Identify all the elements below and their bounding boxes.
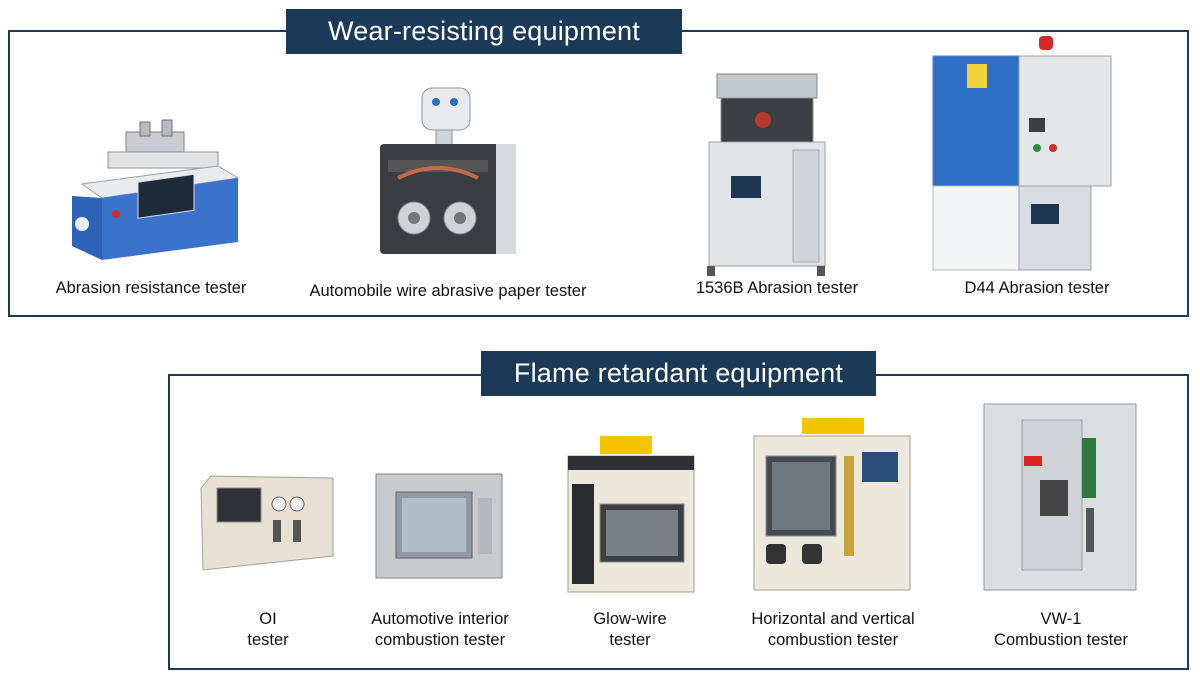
automobile-wire-tester-label: Automobile wire abrasive paper tester (309, 282, 587, 300)
vw1-combustion-tester-image (983, 403, 1137, 591)
oi-tester-label-line1: OI (259, 610, 277, 628)
1536b-abrasion-tester-image (707, 73, 826, 276)
automotive-interior-tester-label: Automotive interior combustion tester (352, 609, 528, 651)
automotive-interior-tester-image (375, 473, 503, 579)
glow-wire-tester-label-line2: tester (609, 631, 651, 649)
automotive-interior-tester-label-line1: Automotive interior (371, 610, 509, 628)
oi-tester-label-line2: tester (247, 631, 289, 649)
oi-tester-label: OI tester (222, 609, 314, 651)
vw1-combustion-tester-label-line1: VW-1 (1040, 610, 1082, 628)
automobile-wire-tester-image (380, 87, 516, 254)
d44-abrasion-tester-image (932, 36, 1112, 271)
automotive-interior-tester-label-line2: combustion tester (374, 631, 506, 649)
1536b-abrasion-tester-label: 1536B Abrasion tester (695, 279, 859, 297)
horizontal-vertical-tester-label: Horizontal and vertical combustion teste… (740, 609, 926, 651)
horizontal-vertical-tester-label-line2: combustion tester (767, 631, 899, 649)
flame-section-title: Flame retardant equipment (481, 351, 876, 396)
glow-wire-tester-label: Glow-wire tester (574, 609, 686, 651)
vw1-combustion-tester-label-line2: Combustion tester (994, 631, 1128, 649)
d44-abrasion-tester-label: D44 Abrasion tester (964, 279, 1110, 297)
wear-section-title: Wear-resisting equipment (286, 9, 682, 54)
oi-tester-image (200, 475, 334, 571)
glow-wire-tester-image (567, 436, 695, 593)
abrasion-resistance-tester-image (72, 119, 240, 260)
vw1-combustion-tester-label: VW-1 Combustion tester (978, 609, 1144, 651)
horizontal-vertical-tester-image (753, 418, 911, 591)
abrasion-resistance-tester-label: Abrasion resistance tester (55, 279, 247, 297)
horizontal-vertical-tester-label-line1: Horizontal and vertical (751, 610, 915, 628)
glow-wire-tester-label-line1: Glow-wire (593, 610, 667, 628)
